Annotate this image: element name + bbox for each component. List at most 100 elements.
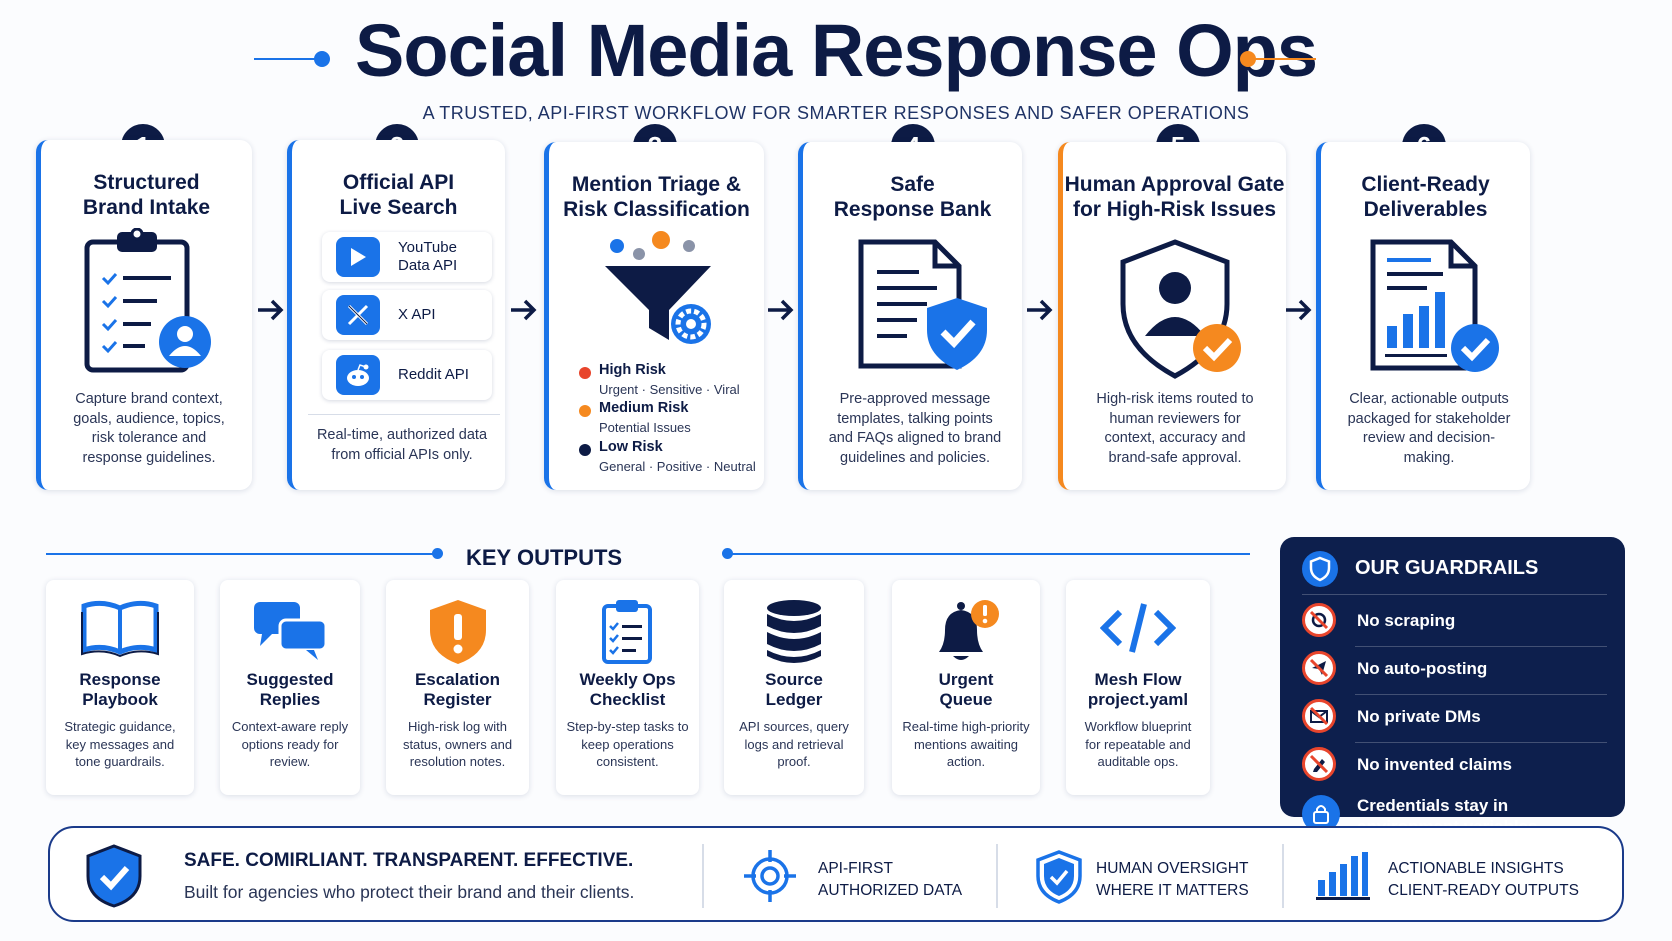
step-title: Safe Response Bank <box>833 173 992 221</box>
divider <box>1282 844 1284 908</box>
no-invented-claims-icon <box>1302 747 1336 781</box>
key-outputs-line-left <box>46 553 436 555</box>
key-outputs-line-right <box>732 553 1250 555</box>
page-title: Social Media Response Ops <box>355 9 1318 92</box>
key-outputs-title: KEY OUTPUTS <box>466 545 623 570</box>
no-scraping-icon <box>1302 603 1336 637</box>
step-title: Client-Ready Deliverables <box>1361 173 1490 221</box>
title-line-left <box>254 58 316 60</box>
shield-person-icon <box>1120 239 1241 379</box>
page-subtitle: A TRUSTED, API-FIRST WORKFLOW FOR SMARTE… <box>422 103 1250 123</box>
target-icon <box>744 850 796 902</box>
bell-icon <box>892 598 1040 668</box>
divider <box>702 844 704 908</box>
step-description: Real-time, authorized data from official… <box>316 427 488 463</box>
youtube-icon <box>336 237 380 277</box>
divider <box>1302 594 1607 595</box>
step-title: Human Approval Gate for High-Risk Issues <box>1064 173 1285 221</box>
no-auto-posting-icon <box>1302 651 1336 685</box>
bottom-banner: SAFE. COMIRLIANT. TRANSPARENT. EFFECTIVE… <box>48 826 1624 922</box>
shield-icon <box>1302 551 1338 587</box>
banner-headline: SAFE. COMIRLIANT. TRANSPARENT. EFFECTIVE… <box>184 850 634 871</box>
code-icon <box>1066 598 1210 668</box>
shield-check-icon <box>86 844 142 908</box>
shield-person-icon <box>1036 850 1082 904</box>
title-dot-right <box>1240 51 1256 67</box>
step-card-triage: Mention Triage & Risk Classification Hig… <box>544 142 764 490</box>
funnel-gear-icon <box>605 231 711 344</box>
step-description: Pre-approved message templates, talking … <box>828 391 1002 466</box>
step-description: Capture brand context, goals, audience, … <box>73 391 225 466</box>
divider <box>1355 646 1607 647</box>
arrow-right-icon <box>768 299 794 321</box>
banner-subline: Built for agencies who protect their bra… <box>184 882 635 902</box>
document-shield-icon <box>858 239 987 370</box>
divider <box>308 414 500 415</box>
step-card-human-approval: Human Approval Gate for High-Risk Issues… <box>1058 142 1286 490</box>
title-line-right <box>1254 58 1316 60</box>
book-icon <box>46 598 194 668</box>
no-private-dms-icon <box>1302 699 1336 733</box>
x-logo-icon <box>336 295 380 335</box>
arrow-right-icon <box>511 299 537 321</box>
arrow-right-icon <box>258 299 284 321</box>
title-dot-left <box>314 51 330 67</box>
clipboard-person-icon <box>84 228 211 373</box>
step-description: Clear, actionable outputs packaged for s… <box>1347 391 1511 466</box>
step-title: Official API Live Search <box>339 171 458 219</box>
step-card-brand-intake: Structured Brand Intake Capture brand co… <box>36 140 252 490</box>
api-x: X API <box>322 290 492 340</box>
database-icon <box>724 598 864 668</box>
step-description: High-risk items routed to human reviewer… <box>1096 391 1254 466</box>
arrow-right-icon <box>1286 299 1312 321</box>
risk-dot-orange <box>579 405 591 417</box>
key-outputs-dot-right <box>722 548 733 559</box>
step-card-deliverables: Client-Ready Deliverables Clear, actiona… <box>1316 142 1530 490</box>
bar-chart-icon <box>1316 852 1370 900</box>
report-chart-icon <box>1370 239 1499 372</box>
arrow-right-icon <box>1027 299 1053 321</box>
step-title: Structured Brand Intake <box>82 171 211 219</box>
step-title: Mention Triage & Risk Classification <box>563 173 750 221</box>
divider <box>1355 742 1607 743</box>
clipboard-icon <box>556 598 699 668</box>
step-card-response-bank: Safe Response Bank Pre-approved message … <box>798 142 1022 490</box>
guardrails-panel: OUR GUARDRAILS No scraping No auto-posti… <box>1280 537 1625 817</box>
guardrails-title: OUR GUARDRAILS <box>1355 557 1539 579</box>
reddit-icon <box>336 355 380 395</box>
chat-icon <box>220 598 360 668</box>
alert-shield-icon <box>386 598 529 668</box>
risk-dot-navy <box>579 444 591 456</box>
divider <box>996 844 998 908</box>
key-outputs-dot-left <box>432 548 443 559</box>
divider <box>1355 694 1607 695</box>
risk-dot-red <box>579 367 591 379</box>
api-reddit: Reddit API <box>322 350 492 400</box>
